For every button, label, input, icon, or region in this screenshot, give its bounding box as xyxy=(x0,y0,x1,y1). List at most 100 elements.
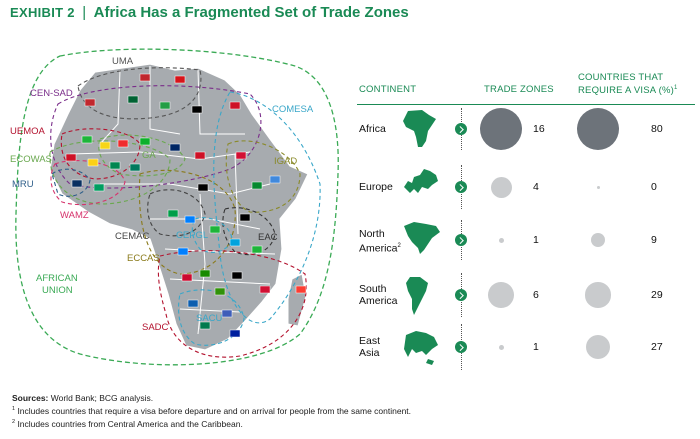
footnote-2-text: Includes countries from Central America … xyxy=(17,418,243,429)
sources-text: World Bank; BCG analysis. xyxy=(50,393,154,403)
eac-zone xyxy=(222,207,276,256)
continent-label-europe: Europe xyxy=(359,181,393,193)
trade-zones-bubble xyxy=(490,176,512,198)
footer-notes: Sources: World Bank; BCG analysis. 1 Inc… xyxy=(12,393,411,430)
label-ecowas: ECOWAS xyxy=(10,154,52,165)
footnote-1: 1 Includes countries that require a visa… xyxy=(12,404,411,417)
visa-pct-value: 80 xyxy=(651,123,663,135)
continent-name: North xyxy=(359,228,385,240)
chevron-right-icon xyxy=(455,234,467,246)
label-sacu: SACU xyxy=(196,313,223,324)
trade-zones-value: 6 xyxy=(533,289,539,301)
sources-line: Sources: World Bank; BCG analysis. xyxy=(12,393,411,404)
label-uemoa: UEMOA xyxy=(10,126,46,137)
madagascar-landmass xyxy=(287,273,307,327)
cemac-zone xyxy=(147,189,206,237)
trade-zones-value: 1 xyxy=(533,234,539,246)
visa-pct-value: 27 xyxy=(651,341,663,353)
label-union: UNION xyxy=(42,285,73,296)
uemoa-zone xyxy=(60,128,141,180)
igad-zone xyxy=(225,140,301,213)
trade-zones-bubble xyxy=(488,282,514,308)
chevron-right-icon xyxy=(455,181,467,193)
africa-landmass xyxy=(49,63,309,351)
african-union-boundary xyxy=(15,48,339,366)
label-uma: UMA xyxy=(112,56,134,67)
visa-column-header: COUNTRIES THAT REQUIRE A VISA (%)1 xyxy=(578,73,678,96)
comesa-zone xyxy=(213,91,321,324)
label-cemac: CEMAC xyxy=(115,231,149,242)
visa-pct-value: 0 xyxy=(651,181,657,193)
label-comesa: COMESA xyxy=(272,104,314,115)
continent-label-africa: Africa xyxy=(359,123,386,135)
label-censad: CEN-SAD xyxy=(30,88,73,99)
map-labels: UMA CEN-SAD COMESA UEMOA IGAD ECOWAS GA … xyxy=(10,56,314,333)
trade-zones-column-header: TRADE ZONES xyxy=(484,85,554,95)
continent-name: East xyxy=(359,335,381,347)
uma-zone xyxy=(77,67,202,120)
country-flags xyxy=(65,73,307,338)
visa-pct-bubble xyxy=(590,232,606,248)
label-wamz: WAMZ xyxy=(60,210,89,221)
sources-label: Sources: xyxy=(12,393,49,403)
mru-zone xyxy=(51,168,91,197)
label-eac: EAC xyxy=(258,232,278,243)
label-ga: GA xyxy=(142,150,156,161)
cepgl-zone xyxy=(191,217,233,253)
trade-zone-outlines xyxy=(49,67,321,358)
footnote-1-text: Includes countries that require a visa b… xyxy=(17,405,412,416)
trade-zones-bubble xyxy=(498,344,504,350)
label-mru: MRU xyxy=(12,179,34,190)
chevron-right-icon xyxy=(455,123,467,135)
continent-footnote-mark: 2 xyxy=(397,243,401,249)
visa-pct-bubble xyxy=(596,185,600,189)
visa-pct-bubble xyxy=(585,282,611,308)
south-america-icon xyxy=(406,277,428,315)
continent-name: Africa xyxy=(359,123,386,135)
label-eccas: ECCAS xyxy=(127,253,160,264)
continent-name-line2: America xyxy=(359,295,398,307)
trade-zones-bubble xyxy=(498,237,504,243)
ecowas-zone xyxy=(49,140,171,205)
eccas-zone xyxy=(138,169,236,275)
chevron-right-icon xyxy=(455,289,467,301)
footnote-2: 2 Includes countries from Central Americ… xyxy=(12,417,411,430)
exhibit-header: EXHIBIT 2 | Africa Has a Fragmented Set … xyxy=(10,4,690,28)
trade-zones-header-text: TRADE ZONES xyxy=(484,84,554,95)
header-rule xyxy=(357,104,695,105)
label-cepgl: CEPGL xyxy=(176,230,208,241)
europe-icon xyxy=(404,169,438,193)
visa-header-footnote: 1 xyxy=(674,85,678,91)
trade-zones-bubble xyxy=(480,108,522,150)
chevron-right-icon xyxy=(455,341,467,353)
continent-column-header: CONTINENT xyxy=(359,85,416,95)
continent-name-line2: America xyxy=(359,242,398,255)
continent-name-line2: Asia xyxy=(359,347,380,359)
label-igad: IGAD xyxy=(274,156,297,167)
exhibit-number: EXHIBIT 2 xyxy=(10,5,75,20)
footnote-1-mark: 1 xyxy=(12,406,16,412)
label-sadc: SADC xyxy=(142,322,169,333)
visa-pct-bubble xyxy=(585,334,611,360)
title-separator: | xyxy=(82,4,87,21)
label-african: AFRICAN xyxy=(36,273,78,284)
continent-name: South xyxy=(359,283,387,295)
trade-zones-value: 16 xyxy=(533,123,545,135)
africa-icon xyxy=(403,110,436,147)
ga-zone xyxy=(98,134,186,177)
visa-pct-value: 9 xyxy=(651,234,657,246)
visa-pct-value: 29 xyxy=(651,289,663,301)
continent-name: Europe xyxy=(359,181,393,193)
continent-header-text: CONTINENT xyxy=(359,84,417,95)
censad-zone xyxy=(50,85,262,189)
east-asia-icon xyxy=(404,331,438,365)
africa-trade-zones-map: UMA CEN-SAD COMESA UEMOA IGAD ECOWAS GA … xyxy=(10,48,339,366)
north-america-icon xyxy=(404,222,440,254)
visa-header-line2: REQUIRE A VISA (%) xyxy=(578,85,674,97)
trade-zones-value: 4 xyxy=(533,181,539,193)
exhibit-title: Africa Has a Fragmented Set of Trade Zon… xyxy=(93,4,409,21)
visa-pct-bubble xyxy=(577,108,619,150)
